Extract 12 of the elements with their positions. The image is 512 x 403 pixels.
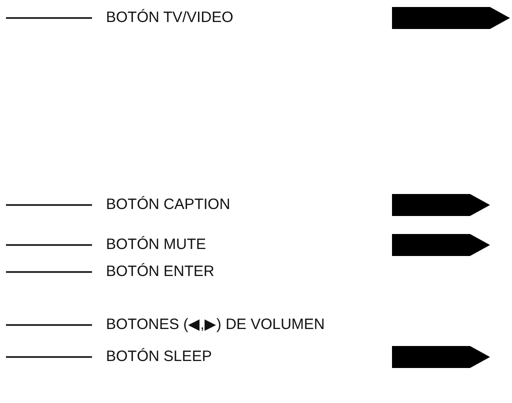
callout-text: BOTÓN ENTER xyxy=(106,263,214,281)
leader-line xyxy=(6,271,92,273)
leader-line xyxy=(6,17,92,19)
leader-line xyxy=(6,244,92,246)
leader-line xyxy=(6,324,92,326)
callout-text: BOTÓN SLEEP xyxy=(106,348,212,366)
callout-text: BOTÓN MUTE xyxy=(106,236,206,254)
callout-text: BOTÓN CAPTION xyxy=(106,196,230,214)
leader-line xyxy=(6,356,92,358)
callout-text: BOTONES (◀,▶) DE VOLUMEN xyxy=(106,316,325,334)
callout-text: BOTÓN TV/VIDEO xyxy=(106,9,234,27)
leader-line xyxy=(6,204,92,206)
